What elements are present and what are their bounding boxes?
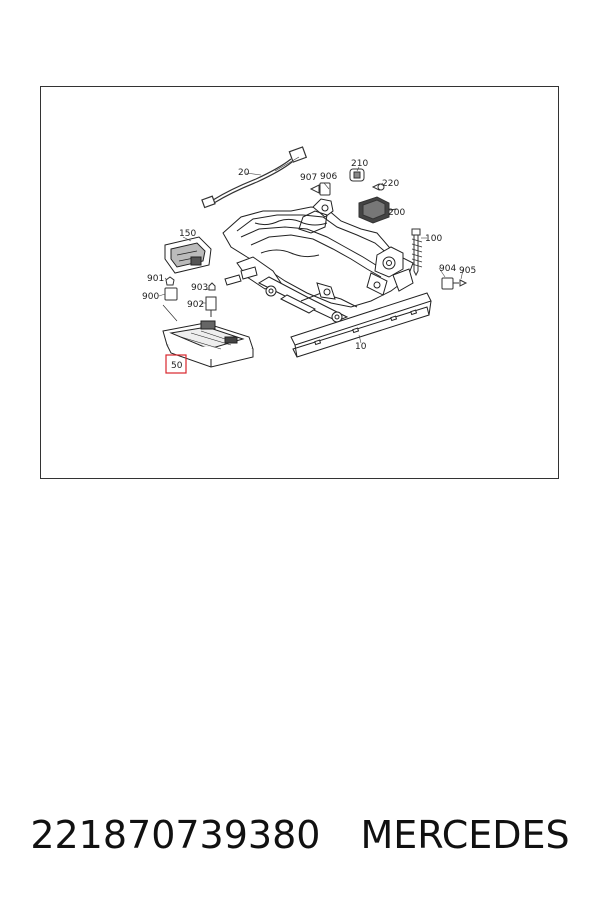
seat-rail-part bbox=[290, 292, 432, 358]
switch-part bbox=[164, 236, 212, 274]
callout-10: 10 bbox=[355, 342, 367, 352]
bolt-part bbox=[411, 228, 423, 277]
seat-frame-assembly bbox=[222, 198, 414, 323]
callout-20: 20 bbox=[238, 168, 250, 178]
seat-parts-diagram: 20 907 906 210 220 200 150 100 901 900 9… bbox=[142, 146, 476, 374]
callout-903: 903 bbox=[191, 283, 208, 293]
seat-motor-part bbox=[358, 196, 398, 224]
part-number: 221870739380 bbox=[30, 813, 321, 857]
callout-901: 901 bbox=[147, 274, 164, 284]
control-unit-part bbox=[162, 304, 254, 368]
caption-bar: 221870739380 MERCEDES bbox=[0, 805, 600, 865]
callout-220: 220 bbox=[382, 179, 399, 189]
fastener-parts-top bbox=[309, 168, 385, 196]
fastener-parts-left bbox=[164, 276, 217, 317]
callout-100: 100 bbox=[425, 234, 442, 244]
highlight-box bbox=[165, 354, 187, 374]
brand-name: MERCEDES bbox=[360, 813, 570, 857]
callout-906: 906 bbox=[320, 172, 337, 182]
callout-200: 200 bbox=[388, 208, 405, 218]
callout-900: 900 bbox=[142, 292, 159, 302]
callout-905: 905 bbox=[459, 266, 476, 276]
clip-part-904 bbox=[441, 277, 468, 290]
callout-50: 50 bbox=[171, 361, 183, 371]
callout-150: 150 bbox=[179, 229, 196, 239]
callout-904: 904 bbox=[439, 264, 456, 274]
leader-lines bbox=[158, 166, 464, 344]
callout-902: 902 bbox=[187, 300, 204, 310]
callout-907: 907 bbox=[300, 173, 317, 183]
callout-210: 210 bbox=[351, 159, 368, 169]
callout-labels: 20 907 906 210 220 200 150 100 901 900 9… bbox=[142, 159, 476, 374]
wiring-harness-part bbox=[201, 146, 308, 209]
parts-diagram-frame: 20 907 906 210 220 200 150 100 901 900 9… bbox=[40, 86, 559, 479]
